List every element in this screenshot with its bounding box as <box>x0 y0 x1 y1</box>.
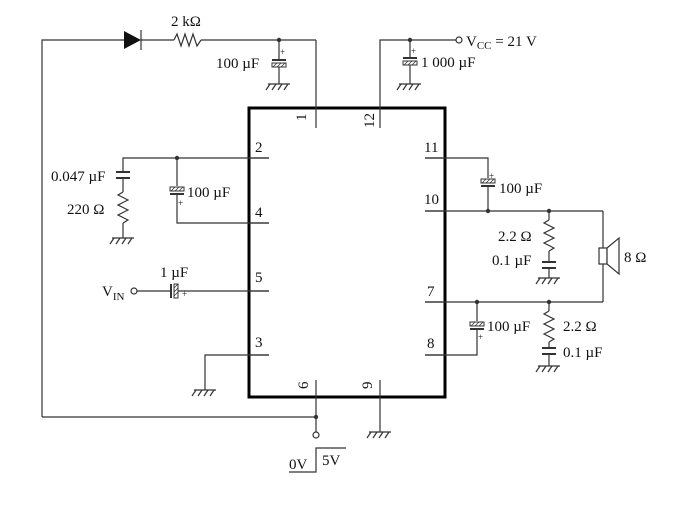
pulse-terminal <box>312 431 320 439</box>
label-cap-01-top: 0.1 µF <box>492 253 532 269</box>
label-cap-01-bottom: 0.1 µF <box>563 345 603 361</box>
label-vin: VIN <box>102 284 125 303</box>
plus-cap-input: + <box>182 289 187 299</box>
pin-2: 2 <box>255 140 263 156</box>
label-res-220: 220 Ω <box>67 202 104 218</box>
pin-9: 9 <box>360 382 376 390</box>
resistor-220-icon <box>116 191 130 224</box>
label-cap-pin2-4: 100 µF <box>187 185 230 201</box>
vin-terminal <box>130 287 138 295</box>
pin-11: 11 <box>424 140 438 156</box>
label-vcc: VCC = 21 V <box>466 34 537 52</box>
pin-7: 7 <box>427 284 435 300</box>
pin-8: 8 <box>427 336 435 352</box>
bottom-network <box>42 380 391 473</box>
plus-cap-pin11-10: + <box>489 171 494 181</box>
label-resistor-2k: 2 kΩ <box>171 14 201 30</box>
label-cap-pin1: 100 µF <box>216 56 259 72</box>
resistor-22-top-icon <box>542 219 556 252</box>
feedback-path <box>41 30 317 417</box>
cap-pin1-icon <box>265 40 290 91</box>
plus-cap-pin2-4: + <box>178 198 183 208</box>
resistor-2k-icon <box>173 32 202 48</box>
label-pulse-high: 5V <box>322 453 341 469</box>
label-res-22-top: 2.2 Ω <box>498 229 532 245</box>
pin-5: 5 <box>255 270 263 286</box>
label-res-22-bottom: 2.2 Ω <box>563 319 597 335</box>
label-cap-pin7-8: 100 µF <box>487 319 530 335</box>
pin-4: 4 <box>255 205 263 221</box>
pin-3: 3 <box>255 335 263 351</box>
pin2-network <box>109 155 269 245</box>
pulse-step-icon <box>289 447 346 473</box>
diode-icon <box>124 31 141 49</box>
pin-12: 12 <box>362 113 378 128</box>
plus-cap-pin1: + <box>280 47 285 57</box>
label-cap-0047: 0.047 µF <box>51 169 106 185</box>
pin-6: 6 <box>296 381 312 389</box>
plus-cap-vcc: + <box>411 46 416 56</box>
resistor-22-bottom-icon <box>542 310 556 343</box>
speaker-icon <box>598 236 620 276</box>
label-cap-input: 1 µF <box>160 265 188 281</box>
label-speaker: 8 Ω <box>624 250 646 266</box>
label-cap-vcc: 1 000 µF <box>421 55 476 71</box>
pin-10: 10 <box>424 192 439 208</box>
vcc-rail <box>379 36 463 128</box>
pin-stubs <box>249 157 445 356</box>
pin3-ground <box>191 354 269 397</box>
vcc-terminal <box>455 36 463 44</box>
label-cap-pin11-10: 100 µF <box>499 181 542 197</box>
output-network <box>425 157 620 373</box>
label-pulse-low: 0V <box>289 457 308 473</box>
plus-cap-pin7-8: + <box>478 332 483 342</box>
pin-1: 1 <box>294 114 310 122</box>
ic-body <box>247 106 447 399</box>
